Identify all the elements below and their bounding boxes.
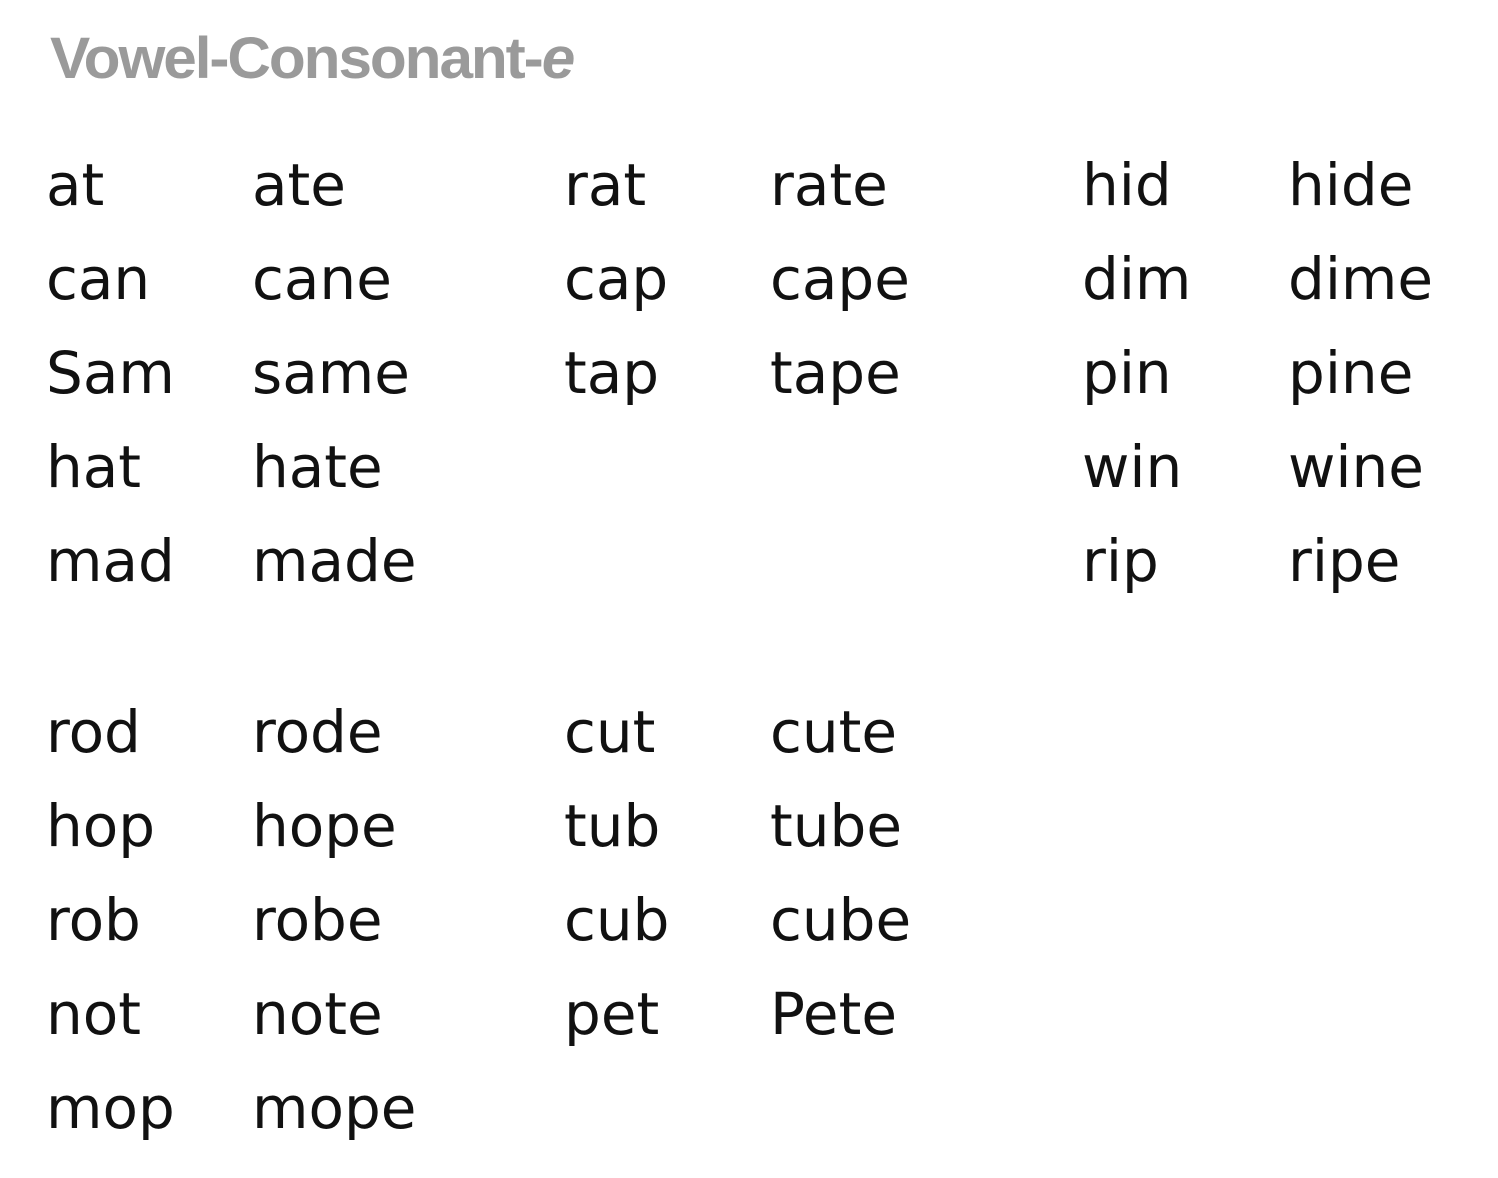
vce-word: same — [252, 339, 410, 407]
vce-word: cape — [770, 245, 910, 313]
short-vowel-word: rod — [46, 698, 141, 766]
short-vowel-word: not — [46, 980, 141, 1048]
vce-word: ripe — [1288, 527, 1401, 595]
title-main: Vowel-Consonant- — [50, 26, 544, 91]
short-vowel-word: tub — [564, 792, 661, 860]
vce-word: cute — [770, 698, 898, 766]
page-title: Vowel-Consonant-e — [50, 24, 576, 94]
vce-word: rode — [252, 698, 383, 766]
vce-word: dime — [1288, 245, 1434, 313]
short-vowel-word: cub — [564, 886, 670, 954]
short-vowel-word: Sam — [46, 339, 175, 407]
short-vowel-word: cap — [564, 245, 669, 313]
short-vowel-word: rat — [564, 151, 647, 219]
vce-word: cane — [252, 245, 392, 313]
vce-word: tape — [770, 339, 901, 407]
short-vowel-word: hop — [46, 792, 156, 860]
title-suffix: e — [541, 26, 576, 91]
short-vowel-word: at — [46, 151, 105, 219]
vce-word: note — [252, 980, 383, 1048]
short-vowel-word: win — [1082, 433, 1183, 501]
vce-word: cube — [770, 886, 912, 954]
vce-word: hope — [252, 792, 397, 860]
short-vowel-word: rob — [46, 886, 141, 954]
short-vowel-word: tap — [564, 339, 660, 407]
short-vowel-word: cut — [564, 698, 656, 766]
vce-word: made — [252, 527, 417, 595]
vce-word: rate — [770, 151, 888, 219]
vce-word: pine — [1288, 339, 1414, 407]
vce-word: hide — [1288, 151, 1414, 219]
short-vowel-word: rip — [1082, 527, 1159, 595]
short-vowel-word: pin — [1082, 339, 1172, 407]
short-vowel-word: hid — [1082, 151, 1172, 219]
short-vowel-word: dim — [1082, 245, 1192, 313]
vce-word: wine — [1288, 433, 1424, 501]
vce-word: hate — [252, 433, 383, 501]
vce-word: tube — [770, 792, 903, 860]
vce-word: robe — [252, 886, 383, 954]
short-vowel-word: pet — [564, 980, 660, 1048]
short-vowel-word: can — [46, 245, 151, 313]
short-vowel-word: mop — [46, 1074, 175, 1142]
short-vowel-word: mad — [46, 527, 175, 595]
vce-word: ate — [252, 151, 346, 219]
vce-word: Pete — [770, 980, 898, 1048]
short-vowel-word: hat — [46, 433, 142, 501]
vce-word: mope — [252, 1074, 417, 1142]
